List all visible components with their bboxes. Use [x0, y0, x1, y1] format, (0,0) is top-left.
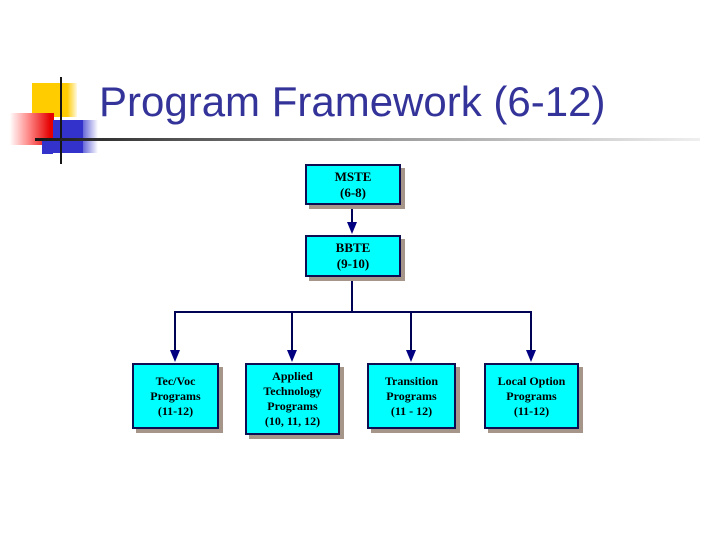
node-label-line: (6-8) [340, 184, 366, 200]
node-label-line: (11 - 12) [390, 403, 433, 418]
decoration-yellow-square [32, 83, 77, 117]
node-label-line: Programs [506, 388, 557, 403]
node-applied-technology-programs: Applied Technology Programs (10, 11, 12) [245, 363, 340, 435]
node-label-line: Local Option [497, 373, 566, 388]
node-mste: MSTE (6-8) [305, 164, 401, 205]
connector-bbte-trunk [351, 279, 353, 312]
node-label-line: Programs [386, 388, 437, 403]
arrowhead-local [526, 350, 536, 362]
node-transition-programs: Transition Programs (11 - 12) [367, 363, 456, 429]
node-label-line: Programs [267, 399, 318, 413]
node-label-line: MSTE [334, 168, 372, 184]
arrowhead-mste-bbte [347, 222, 357, 234]
decoration-blue-square-fade [83, 120, 98, 153]
node-label-line: Technology [263, 384, 322, 398]
node-label-line: Transition [384, 373, 439, 388]
node-label-line: BBTE [335, 240, 371, 255]
node-label-line: (11-12) [513, 403, 550, 418]
node-bbte: BBTE (9-10) [305, 235, 401, 277]
connector-drop-tecvoc [174, 311, 176, 352]
arrowhead-transition [406, 350, 416, 362]
arrowhead-tecvoc [170, 350, 180, 362]
connector-drop-applied [291, 311, 293, 352]
node-label-line: Applied [272, 369, 313, 383]
node-local-option-programs: Local Option Programs (11-12) [484, 363, 579, 429]
connector-distribution-line [174, 311, 532, 313]
node-label-line: Tec/Voc [155, 373, 196, 388]
connector-drop-transition [410, 311, 412, 352]
node-tecvoc-programs: Tec/Voc Programs (11-12) [132, 363, 219, 429]
connector-mste-bbte [351, 205, 353, 224]
node-label-line: (10, 11, 12) [264, 414, 321, 428]
node-label-line: (9-10) [336, 256, 370, 271]
decoration-vertical-line [60, 77, 62, 164]
decoration-blue-square-small [42, 141, 53, 154]
connector-drop-local [530, 311, 532, 352]
node-label-line: (11-12) [157, 403, 194, 418]
node-label-line: Programs [150, 388, 201, 403]
title-underline-rule [35, 138, 700, 141]
slide-title: Program Framework (6-12) [99, 78, 606, 125]
decoration-blue-square [53, 120, 83, 153]
arrowhead-applied [287, 350, 297, 362]
